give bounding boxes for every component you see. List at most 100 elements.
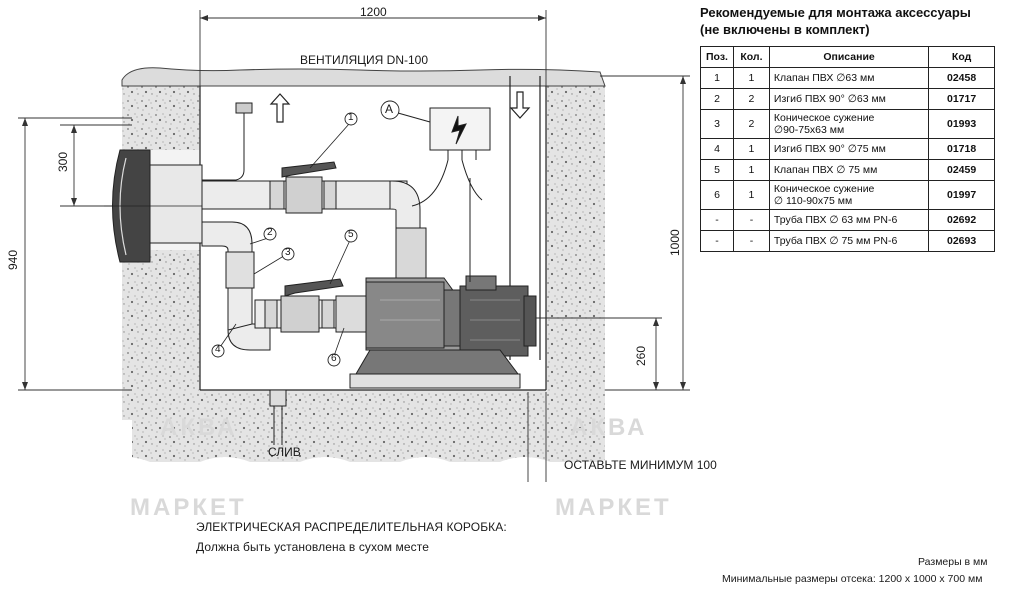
callout-1: 1 — [348, 112, 354, 123]
table-row: 2 2 Изгиб ПВХ 90° ∅63 мм 01717 — [700, 88, 995, 110]
callout-3: 3 — [285, 247, 291, 258]
row-pos: - — [700, 209, 734, 231]
row-qty: 1 — [732, 138, 770, 160]
row-pos: 2 — [700, 88, 734, 110]
accessories-title: Рекомендуемые для монтажа аксессуары (не… — [700, 4, 971, 38]
header-desc: Описание — [768, 46, 930, 68]
row-code: 02692 — [928, 209, 995, 231]
row-code: 01997 — [928, 180, 995, 210]
row-code: 02693 — [928, 230, 995, 252]
callout-5: 5 — [348, 229, 354, 240]
pump-body — [349, 227, 537, 389]
row-desc-line: Клапан ПВХ ∅63 мм — [773, 72, 875, 84]
lower-pipe — [254, 278, 371, 333]
row-pos: 5 — [700, 159, 734, 181]
row-pos: 4 — [700, 138, 734, 160]
dim-260-label: 260 — [634, 345, 648, 366]
dim-1000-label: 1000 — [668, 229, 682, 256]
units-note: Размеры в мм — [918, 556, 988, 568]
header-pos: Поз. — [700, 46, 734, 68]
wall-fitting — [104, 149, 215, 263]
row-desc-line: Коническое сужение — [773, 112, 875, 124]
watermark-right-top: АКВА — [570, 414, 648, 441]
row-desc: Труба ПВХ ∅ 63 мм PN-6 — [768, 209, 930, 231]
accessories-title-line1: Рекомендуемые для монтажа аксессуары — [700, 5, 971, 20]
watermark-left-bottom: МАРКЕТ — [130, 494, 247, 521]
pit-outline — [199, 76, 547, 391]
table-header-row: Поз. Кол. Описание Код — [700, 46, 995, 68]
row-desc: Труба ПВХ ∅ 75 мм PN-6 — [768, 230, 930, 252]
row-desc-line: ∅ 110-90х75 мм — [773, 195, 853, 207]
row-desc: Клапан ПВХ ∅63 мм — [768, 67, 930, 89]
terrain-top — [121, 67, 606, 87]
row-desc: Изгиб ПВХ 90° ∅63 мм — [768, 88, 930, 110]
dimension-arrows — [22, 15, 686, 390]
callout-6: 6 — [331, 353, 337, 364]
row-desc: Коническое сужение∅ 110-90х75 мм — [768, 180, 930, 210]
header-qty: Кол. — [732, 46, 770, 68]
callout-2: 2 — [267, 227, 273, 238]
row-desc-line: ∅90-75х63 мм — [773, 124, 845, 136]
table-row: 6 1 Коническое сужение∅ 110-90х75 мм 019… — [700, 180, 995, 210]
table-row: - - Труба ПВХ ∅ 75 мм PN-6 02693 — [700, 230, 995, 252]
callout-a-label: A — [385, 102, 394, 116]
electrical-box-note-text: Должна быть установлена в сухом месте — [196, 540, 430, 554]
row-desc: Коническое сужение∅90-75х63 мм — [768, 109, 930, 139]
upper-pipe — [201, 161, 421, 229]
watermark-right-bottom: МАРКЕТ — [555, 494, 672, 521]
row-qty: - — [732, 209, 770, 231]
pipe-stub — [202, 102, 253, 181]
row-qty: 1 — [732, 180, 770, 210]
row-code: 01993 — [928, 109, 995, 139]
row-pos: 3 — [700, 109, 734, 139]
table-row: 4 1 Изгиб ПВХ 90° ∅75 мм 01718 — [700, 138, 995, 160]
row-qty: 1 — [732, 159, 770, 181]
vent-down-arrow — [509, 91, 531, 119]
terrain-cut — [0, 457, 1017, 490]
row-desc: Клапан ПВХ ∅ 75 мм — [768, 159, 930, 181]
row-desc-line: Изгиб ПВХ 90° ∅63 мм — [773, 93, 886, 105]
leave-minimum-label: ОСТАВЬТЕ МИНИМУМ 100 — [564, 458, 717, 472]
row-pos: 1 — [700, 67, 734, 89]
row-code: 01717 — [928, 88, 995, 110]
dim-940-label: 940 — [6, 249, 20, 270]
drain-pipe — [269, 389, 287, 445]
min-size-note: Минимальные размеры отсека: 1200 х 1000 … — [722, 573, 983, 585]
row-qty: - — [732, 230, 770, 252]
table-row: 1 1 Клапан ПВХ ∅63 мм 02458 — [700, 67, 995, 89]
ventilation-label: ВЕНТИЛЯЦИЯ DN-100 — [300, 53, 429, 67]
watermark-left-top: АКВА — [160, 414, 238, 441]
dim-300-label: 300 — [56, 151, 70, 172]
row-desc-line: Коническое сужение — [773, 183, 875, 195]
row-qty: 1 — [732, 67, 770, 89]
table-row: 5 1 Клапан ПВХ ∅ 75 мм 02459 — [700, 159, 995, 181]
row-qty: 2 — [732, 109, 770, 139]
electrical-box-note-title: ЭЛЕКТРИЧЕСКАЯ РАСПРЕДЕЛИТЕЛЬНАЯ КОРОБКА: — [196, 520, 507, 534]
vent-up-arrow — [269, 93, 291, 123]
dim-width-label: 1200 — [360, 5, 387, 19]
drain-label: СЛИВ — [268, 445, 301, 459]
row-desc-line: Труба ПВХ ∅ 75 мм PN-6 — [773, 235, 898, 247]
table-row: - - Труба ПВХ ∅ 63 мм PN-6 02692 — [700, 209, 995, 231]
row-code: 02458 — [928, 67, 995, 89]
accessories-table: Поз. Кол. Описание Код 1 1 Клапан ПВХ ∅6… — [700, 46, 995, 252]
ground-fill — [122, 86, 605, 462]
accessories-title-line2: (не включены в комплект) — [700, 22, 870, 37]
table-row: 3 2 Коническое сужение∅90-75х63 мм 01993 — [700, 109, 995, 139]
row-desc-line: Труба ПВХ ∅ 63 мм PN-6 — [773, 214, 898, 226]
callout-4: 4 — [215, 344, 221, 355]
row-code: 01718 — [928, 138, 995, 160]
row-pos: 6 — [700, 180, 734, 210]
callout-circles — [211, 100, 400, 367]
row-desc-line: Изгиб ПВХ 90° ∅75 мм — [773, 143, 886, 155]
row-desc-line: Клапан ПВХ ∅ 75 мм — [773, 164, 878, 176]
row-desc: Изгиб ПВХ 90° ∅75 мм — [768, 138, 930, 160]
dimension-lines — [18, 10, 690, 482]
row-code: 02459 — [928, 159, 995, 181]
callout-leaders — [217, 123, 352, 357]
electrical-box — [397, 107, 491, 282]
header-code: Код — [928, 46, 995, 68]
row-qty: 2 — [732, 88, 770, 110]
